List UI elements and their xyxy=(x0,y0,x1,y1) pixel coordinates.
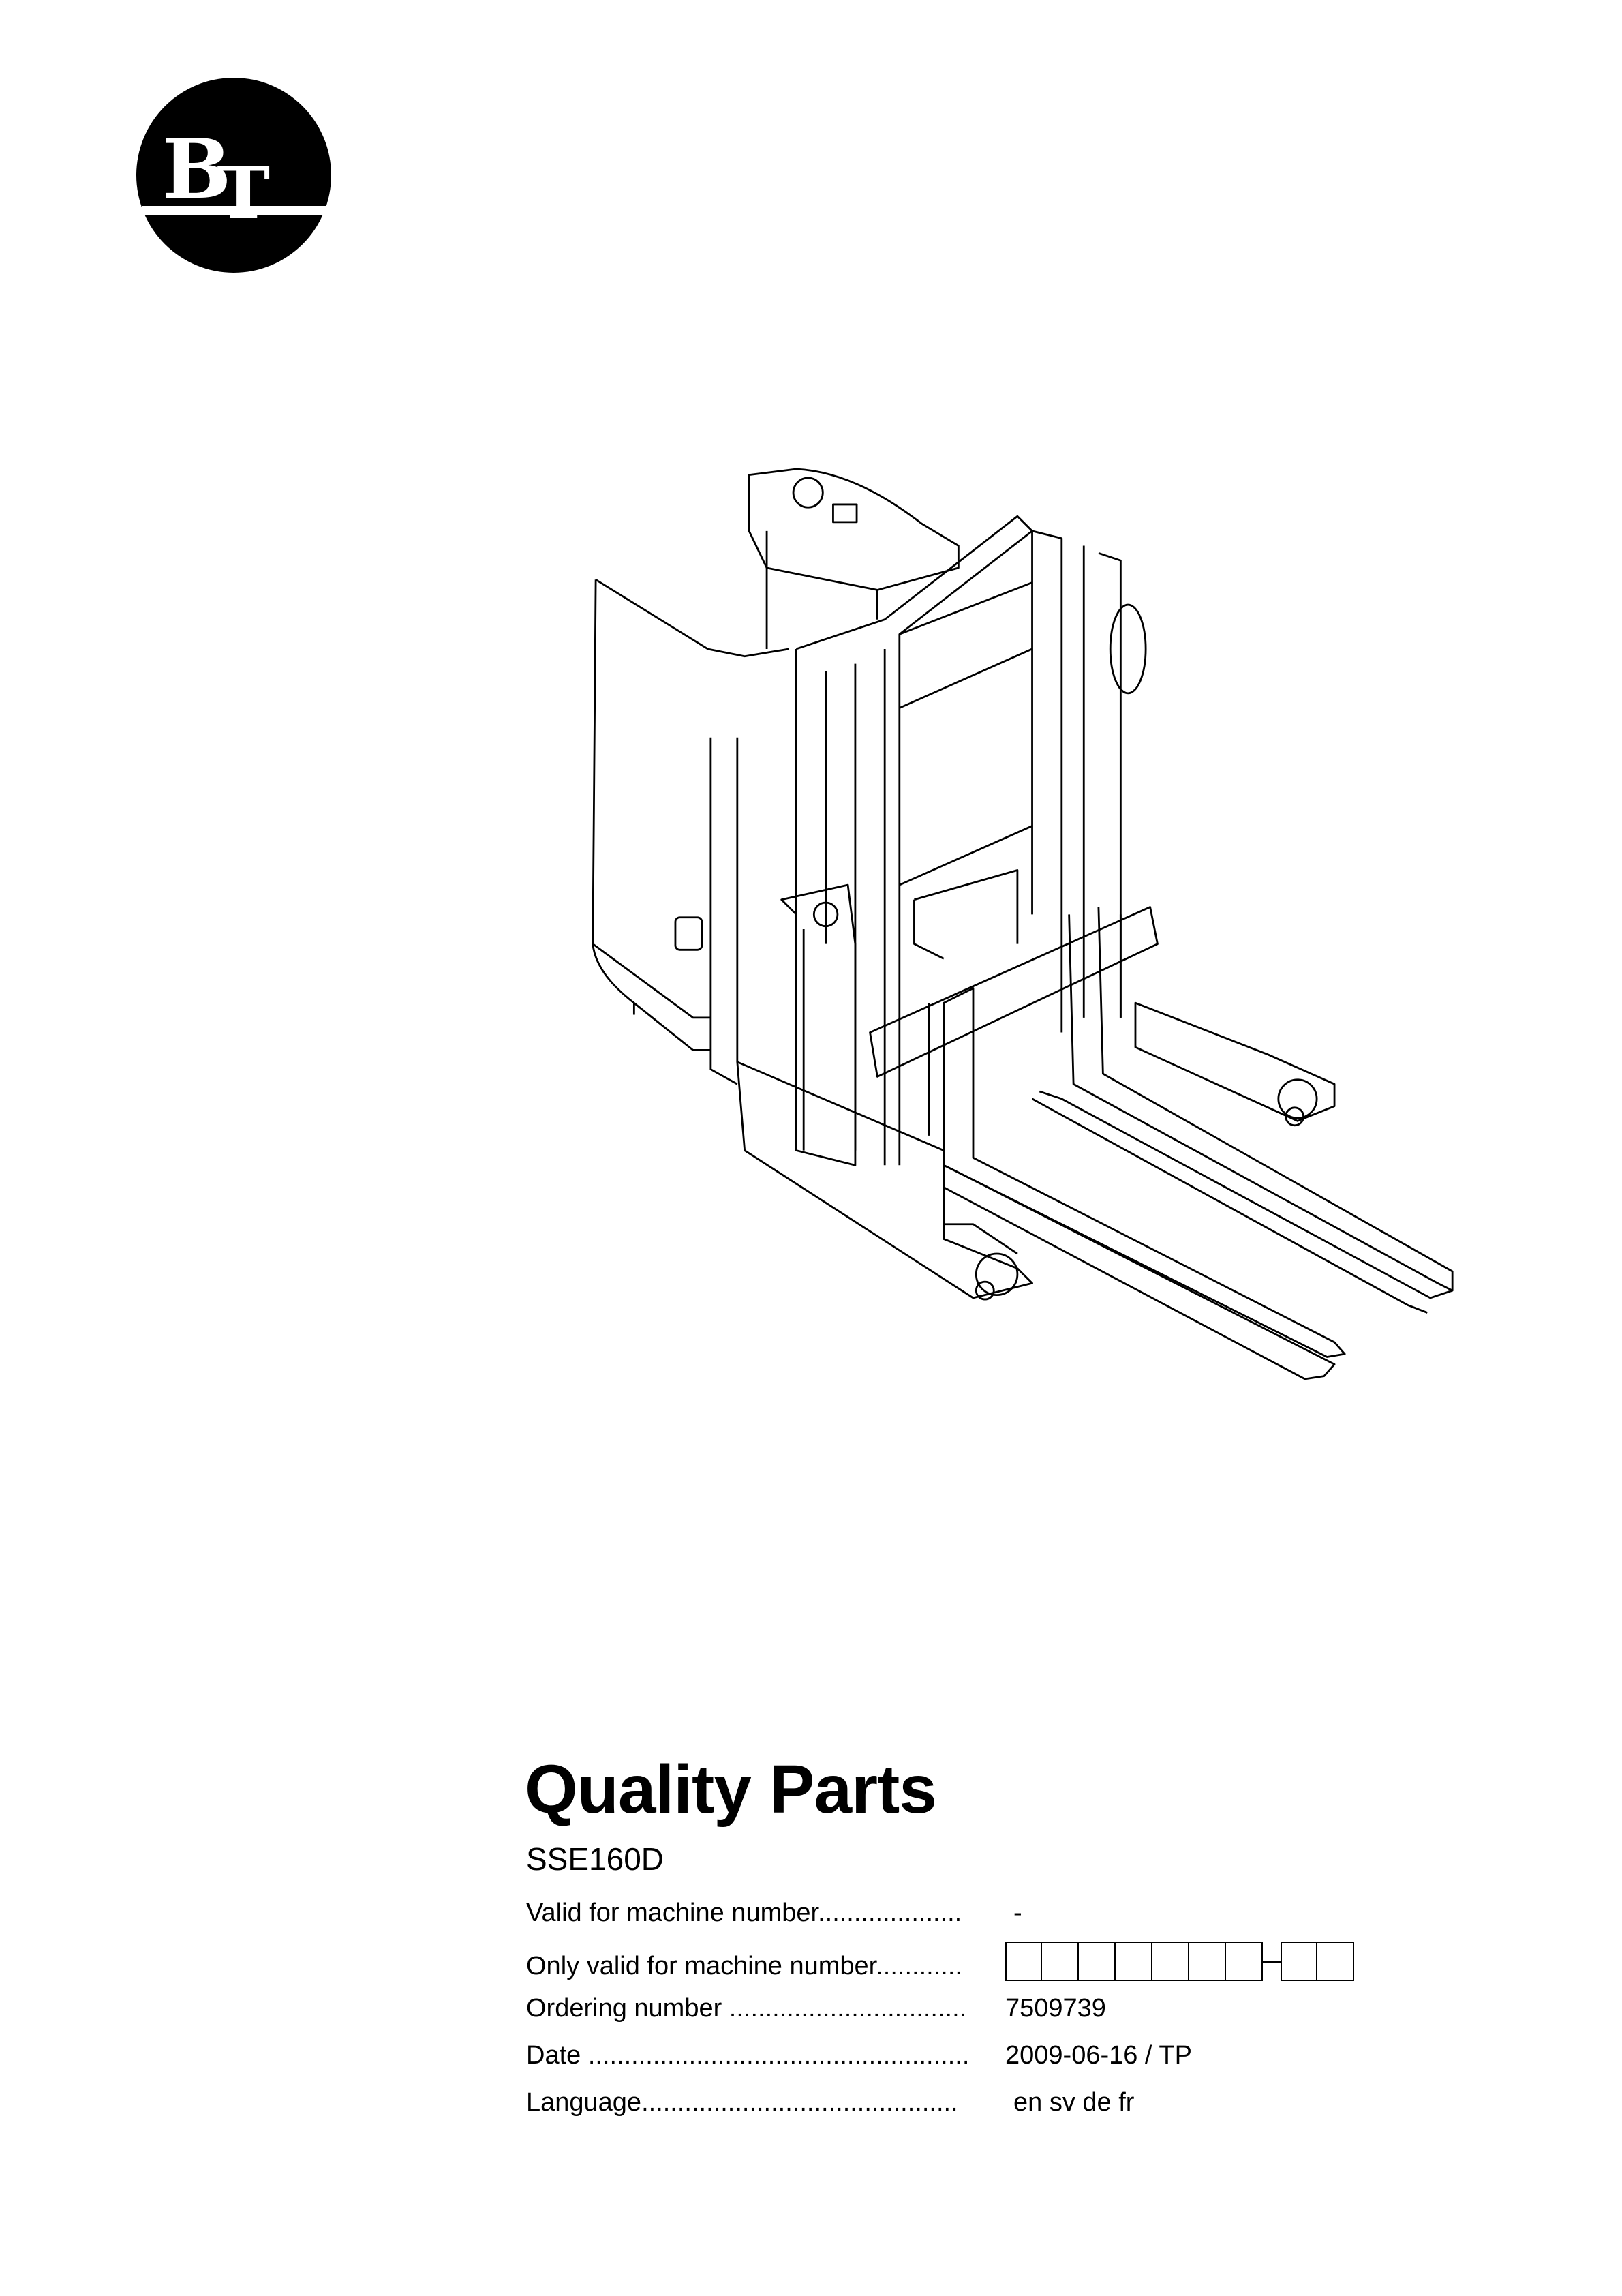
digit-box xyxy=(1079,1942,1116,1981)
svg-text:T: T xyxy=(217,151,270,235)
leader-dots: .................... xyxy=(818,1899,962,1927)
field-date: Date ...................................… xyxy=(526,2041,1192,2070)
field-label: Date xyxy=(526,2041,581,2070)
digit-box xyxy=(1226,1942,1263,1981)
model-name: SSE160D xyxy=(526,1841,664,1877)
document-title: Quality Parts xyxy=(525,1751,937,1828)
digit-box xyxy=(1042,1942,1079,1981)
digit-box xyxy=(1189,1942,1226,1981)
digit-box xyxy=(1281,1942,1317,1981)
field-label: Valid for machine number xyxy=(526,1899,818,1927)
field-value: 2009-06-16 / TP xyxy=(1005,2041,1192,2070)
separator-dash xyxy=(1263,1960,1281,1963)
field-value: en sv de fr xyxy=(1013,2088,1135,2117)
leader-dots: ................................. xyxy=(722,1994,967,2023)
field-value: 7509739 xyxy=(1005,1994,1106,2023)
svg-text:B: B xyxy=(162,121,231,217)
field-only-valid-machine-number: Only valid for machine number...........… xyxy=(526,1942,1354,1981)
digit-box xyxy=(1317,1942,1354,1981)
leader-dots: ........................................… xyxy=(641,2088,958,2117)
leader-dots: ............ xyxy=(876,1951,962,1980)
machine-number-boxes xyxy=(1005,1942,1354,1981)
digit-box xyxy=(1152,1942,1189,1981)
field-value: - xyxy=(1013,1899,1022,1927)
field-label: Ordering number xyxy=(526,1994,722,2023)
field-ordering-number: Ordering number ........................… xyxy=(526,1994,1106,2023)
leader-dots: ........................................… xyxy=(581,2041,970,2070)
field-valid-machine-number: Valid for machine number................… xyxy=(526,1899,1022,1928)
field-label: Only valid for machine number xyxy=(526,1951,876,1980)
field-label: Language xyxy=(526,2088,642,2117)
digit-box xyxy=(1005,1942,1042,1981)
field-language: Language................................… xyxy=(526,2088,1134,2117)
bt-logo: B T xyxy=(136,78,331,273)
digit-box xyxy=(1116,1942,1152,1981)
